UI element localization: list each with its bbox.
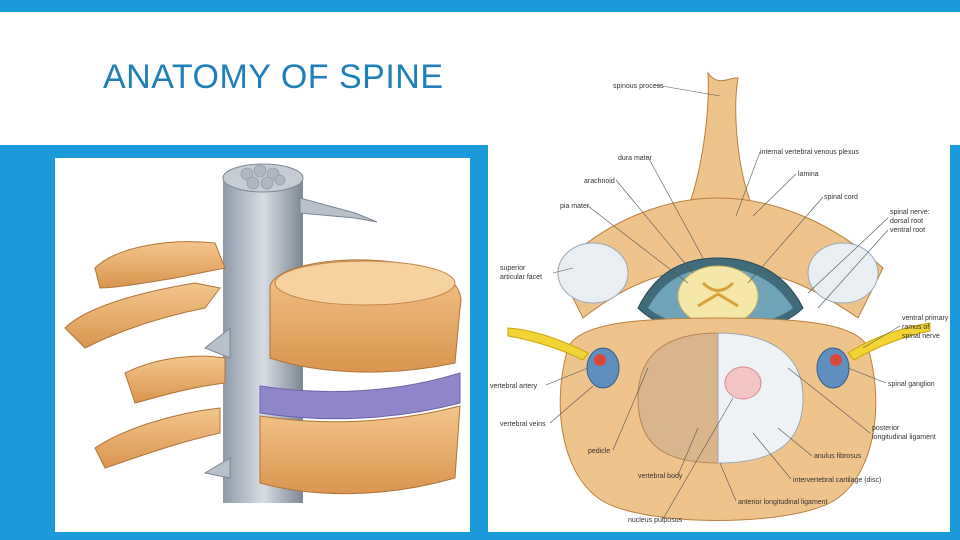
label-pedicle: pedicle xyxy=(588,448,610,455)
right-illustration-panel: spinous process internal vertebral venou… xyxy=(488,68,950,532)
label-ventral-root: ventral root xyxy=(890,227,925,234)
leader-lines xyxy=(545,84,901,520)
label-superior: superior xyxy=(500,265,526,272)
label-vertebral-veins: vertebral veins xyxy=(500,421,546,428)
label-internal-vertebral-venous-plexus: internal vertebral venous plexus xyxy=(760,149,859,156)
label-arachnoid: arachnoid xyxy=(584,178,615,185)
label-pia-mater: pia mater xyxy=(560,203,590,210)
label-articular-facet: articular facet xyxy=(500,274,542,281)
top-accent-bar xyxy=(0,0,960,12)
label-vertebral-artery: vertebral artery xyxy=(490,383,538,390)
left-illustration-panel xyxy=(55,158,470,532)
label-dorsal-root: dorsal root xyxy=(890,218,923,225)
label-ventral-primary: ventral primary xyxy=(902,315,949,322)
label-spinal-nerve: spinal nerve: xyxy=(890,209,930,216)
label-spinal-ganglion: spinal ganglion xyxy=(888,381,935,388)
vertebra-cross-section-illustration: spinous process internal vertebral venou… xyxy=(490,71,949,524)
slide-title: ANATOMY OF SPINE xyxy=(103,58,444,96)
label-intervertebral-cartilage: intervertebral cartilage (disc) xyxy=(793,477,881,484)
label-anulus-fibrosus: anulus fibrosus xyxy=(814,453,862,460)
label-spinal-nerve-2: spinal nerve xyxy=(902,333,940,340)
label-anterior-longitudinal-ligament: anterior longitudinal ligament xyxy=(738,499,828,506)
label-longitudinal-ligament: longitudinal ligament xyxy=(872,434,936,441)
label-posterior: posterior xyxy=(872,425,900,432)
label-spinous-process: spinous process xyxy=(613,83,664,90)
label-ramus-of: ramus of xyxy=(902,324,929,331)
label-dura-mater: dura mater xyxy=(618,155,653,162)
lumbar-vertebrae-side-view-illustration xyxy=(64,163,462,503)
label-nucleus-pulposus: nucleus pulposus xyxy=(628,517,683,524)
label-lamina: lamina xyxy=(798,171,819,178)
label-vertebral-body: vertebral body xyxy=(638,473,683,480)
label-spinal-cord: spinal cord xyxy=(824,194,858,201)
